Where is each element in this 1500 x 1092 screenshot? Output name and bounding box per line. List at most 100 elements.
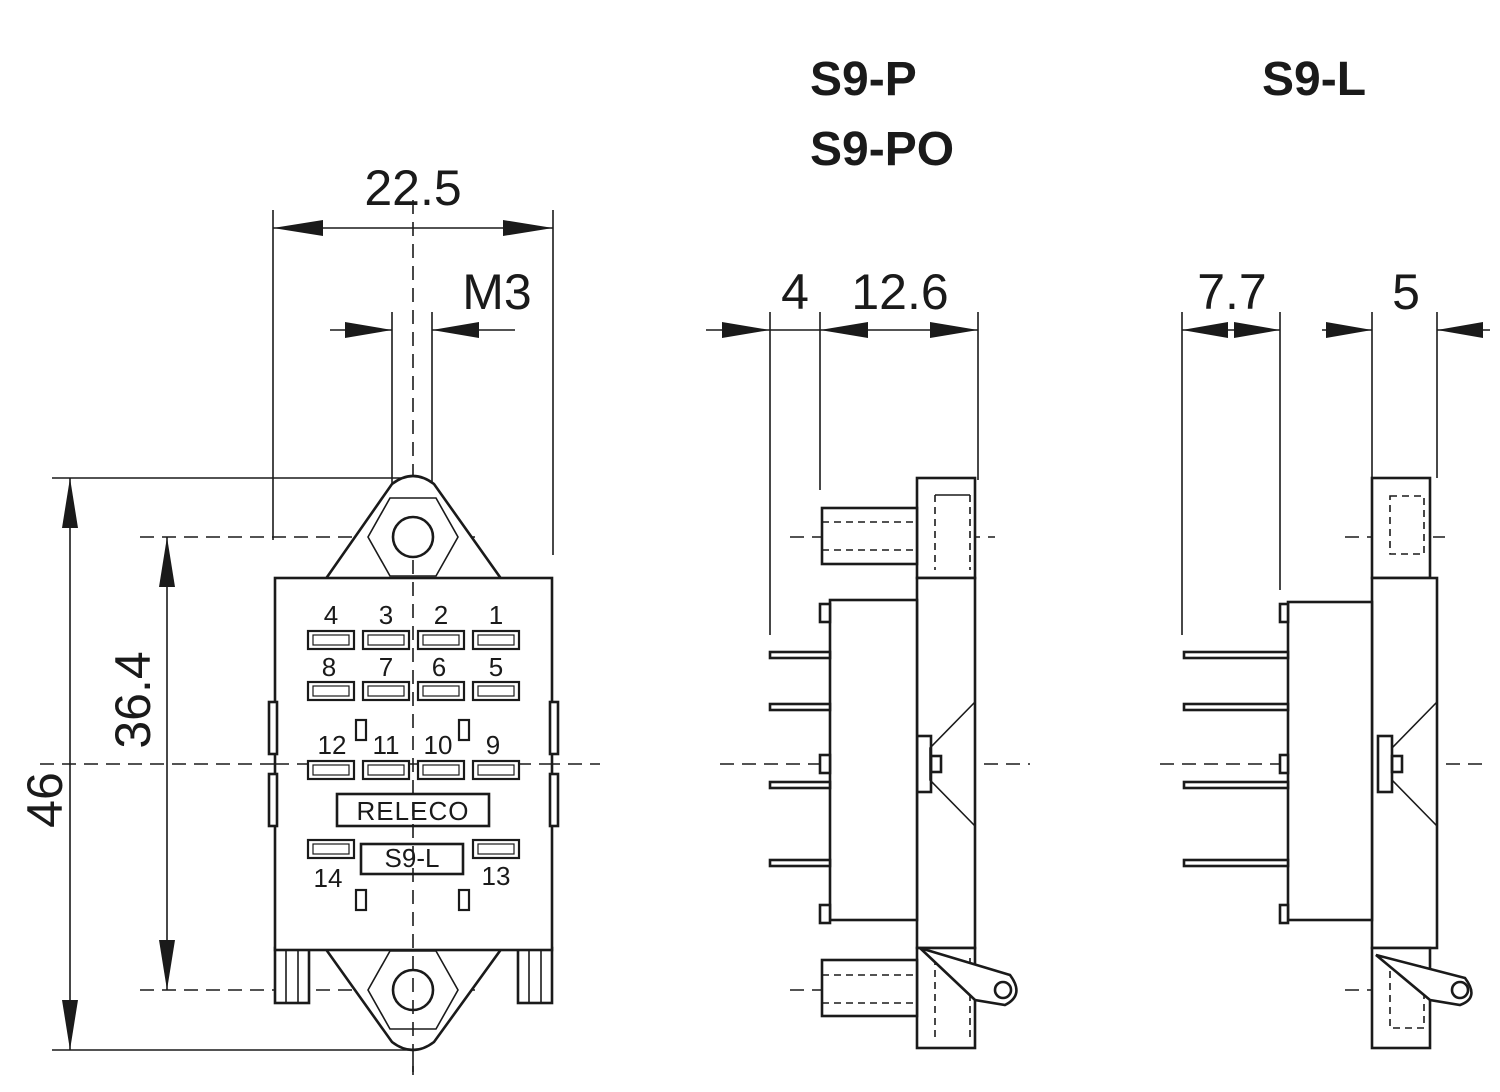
terminal-slot-inner — [422, 764, 460, 776]
terminal-slot-inner — [477, 764, 515, 776]
arrowhead — [930, 322, 978, 338]
terminal-slot-inner — [312, 843, 350, 855]
terminal-slot-inner — [367, 685, 405, 697]
terminal-label-13: 13 — [482, 861, 511, 891]
p-top-flange — [915, 476, 977, 580]
terminal-slot-inner — [367, 764, 405, 776]
terminal-slot — [306, 759, 356, 781]
terminal-slot-inner — [422, 634, 460, 646]
terminal-row-3 — [306, 759, 521, 781]
side-clip-right — [548, 700, 560, 756]
p-top-screw-boss — [820, 506, 919, 566]
arrowhead — [722, 322, 770, 338]
l-pin — [1182, 780, 1290, 790]
bottom-right-foot — [516, 946, 554, 1005]
brand-label: RELECO — [357, 796, 470, 826]
side-clip-left — [267, 772, 279, 828]
height-dimension-label: 46 — [17, 772, 73, 828]
model-label: S9-L — [385, 843, 440, 873]
terminal-label-12: 12 — [318, 730, 347, 760]
terminal-slot-inner — [422, 685, 460, 697]
terminal-row-2 — [306, 680, 521, 702]
s9-p-title: S9-P — [810, 53, 917, 106]
p-pin-length-label: 4 — [781, 264, 809, 320]
arrowhead — [1326, 322, 1372, 338]
terminal-label-5: 5 — [489, 652, 503, 682]
s9-l-title: S9-L — [1262, 53, 1366, 106]
terminal-label-1: 1 — [489, 600, 503, 630]
arrowhead — [159, 537, 175, 587]
coil-marker — [457, 888, 471, 912]
bottom-left-foot — [273, 946, 311, 1005]
l-release-lever — [1375, 953, 1473, 1007]
arrowhead — [273, 220, 323, 236]
coil-marker — [354, 718, 368, 742]
arrowhead — [1234, 322, 1280, 338]
terminal-slot — [361, 629, 411, 651]
p-front-plate — [915, 576, 977, 950]
terminal-slot — [416, 759, 466, 781]
s9-po-title: S9-PO — [810, 123, 954, 176]
p-lever-pivot — [993, 980, 1013, 1000]
top-mounting-tab — [322, 474, 505, 582]
l-flange-depth-label: 5 — [1392, 264, 1420, 320]
p-rear-module — [828, 598, 919, 922]
terminal-slot — [471, 838, 521, 860]
terminal-slot — [471, 759, 521, 781]
l-front-plate — [1370, 576, 1439, 950]
top-screw-hole — [391, 515, 435, 559]
m3-label: M3 — [462, 264, 531, 320]
terminal-slot-inner — [312, 685, 350, 697]
p-pin — [768, 780, 832, 790]
terminal-label-7: 7 — [379, 652, 393, 682]
l-pin — [1182, 650, 1290, 660]
arrowhead — [62, 478, 78, 528]
arrowhead — [820, 322, 868, 338]
terminal-slot — [416, 629, 466, 651]
terminal-slot — [306, 838, 356, 860]
terminal-slot — [361, 680, 411, 702]
arrowhead — [159, 940, 175, 990]
terminal-slot-inner — [477, 685, 515, 697]
arrowhead — [62, 1000, 78, 1050]
l-tab — [1278, 903, 1290, 925]
p-pin — [768, 858, 832, 868]
top-tab-hex — [367, 497, 459, 577]
terminal-slot — [471, 629, 521, 651]
arrowhead — [1182, 322, 1228, 338]
p-pin — [768, 702, 832, 712]
terminal-label-8: 8 — [322, 652, 336, 682]
terminal-slot — [416, 680, 466, 702]
side-clip-right — [548, 772, 560, 828]
p-tab — [818, 753, 832, 775]
terminal-slot-inner — [477, 634, 515, 646]
terminal-slot — [306, 629, 356, 651]
terminal-label-9: 9 — [486, 730, 500, 760]
terminal-slot-inner — [312, 634, 350, 646]
l-pin — [1182, 702, 1290, 712]
brand-plate — [335, 792, 491, 828]
terminal-row-1 — [306, 629, 521, 651]
terminal-slot-inner — [312, 764, 350, 776]
arrowhead — [432, 322, 479, 338]
terminal-slot — [471, 680, 521, 702]
coil-marker — [354, 888, 368, 912]
l-rear-module — [1286, 600, 1374, 922]
l-lever-pivot — [1450, 980, 1470, 1000]
p-body-depth-label: 12.6 — [851, 264, 948, 320]
terminal-slot — [361, 759, 411, 781]
p-tab — [818, 903, 832, 925]
terminal-slot-inner — [367, 634, 405, 646]
coil-marker — [457, 718, 471, 742]
arrowhead — [345, 322, 392, 338]
p-pin — [768, 650, 832, 660]
l-top-flange — [1370, 476, 1432, 580]
terminal-label-4: 4 — [324, 600, 338, 630]
model-plate — [359, 842, 465, 876]
terminal-label-10: 10 — [424, 730, 453, 760]
terminal-label-14: 14 — [314, 863, 343, 893]
l-pin — [1182, 858, 1290, 868]
p-bottom-screw-boss — [820, 958, 919, 1018]
p-latch-nub — [929, 754, 943, 774]
terminal-label-2: 2 — [434, 600, 448, 630]
